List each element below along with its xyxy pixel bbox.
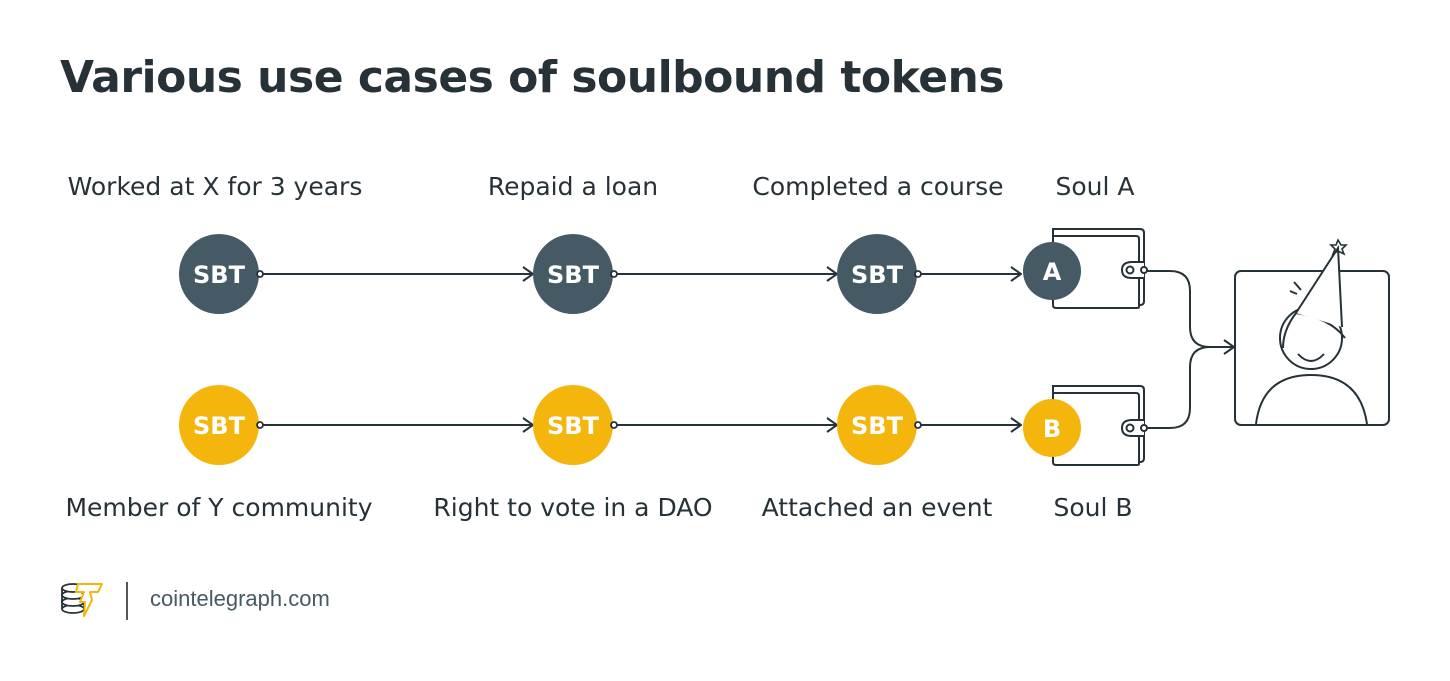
footer-site-link[interactable]: cointelegraph.com — [150, 586, 330, 611]
svg-text:SBT: SBT — [547, 412, 600, 440]
label-repaid-loan: Repaid a loan — [487, 172, 659, 201]
svg-text:SBT: SBT — [547, 261, 600, 289]
label-completed-course: Completed a course — [752, 172, 1004, 201]
label-worked-at-x: Worked at X for 3 years — [67, 172, 363, 201]
sbt-node-b1: SBT — [179, 385, 264, 465]
svg-text:B: B — [1043, 415, 1061, 443]
soul-badge-b: B — [1023, 399, 1081, 457]
sbt-node-b3: SBT — [837, 385, 922, 465]
page-title: Various use cases of soulbound tokens — [60, 52, 1005, 103]
sbt-node-a2: SBT — [533, 234, 618, 314]
person-profile-icon — [1234, 238, 1390, 426]
svg-text:SBT: SBT — [193, 412, 246, 440]
label-right-to-vote: Right to vote in a DAO — [433, 493, 713, 522]
soul-badge-a: A — [1023, 242, 1081, 300]
cointelegraph-logo-icon — [61, 583, 103, 617]
sbt-node-a3: SBT — [837, 234, 922, 314]
merge-connector — [1147, 270, 1234, 429]
label-soul-a: Soul A — [1055, 172, 1135, 201]
svg-text:A: A — [1043, 258, 1062, 286]
svg-text:SBT: SBT — [851, 412, 904, 440]
label-attached-event: Attached an event — [761, 493, 993, 522]
sbt-node-b2: SBT — [533, 385, 618, 465]
svg-text:SBT: SBT — [851, 261, 904, 289]
label-soul-b: Soul B — [1053, 493, 1133, 522]
svg-text:SBT: SBT — [193, 261, 246, 289]
label-member-y: Member of Y community — [65, 493, 373, 522]
sbt-node-a1: SBT — [179, 234, 264, 314]
